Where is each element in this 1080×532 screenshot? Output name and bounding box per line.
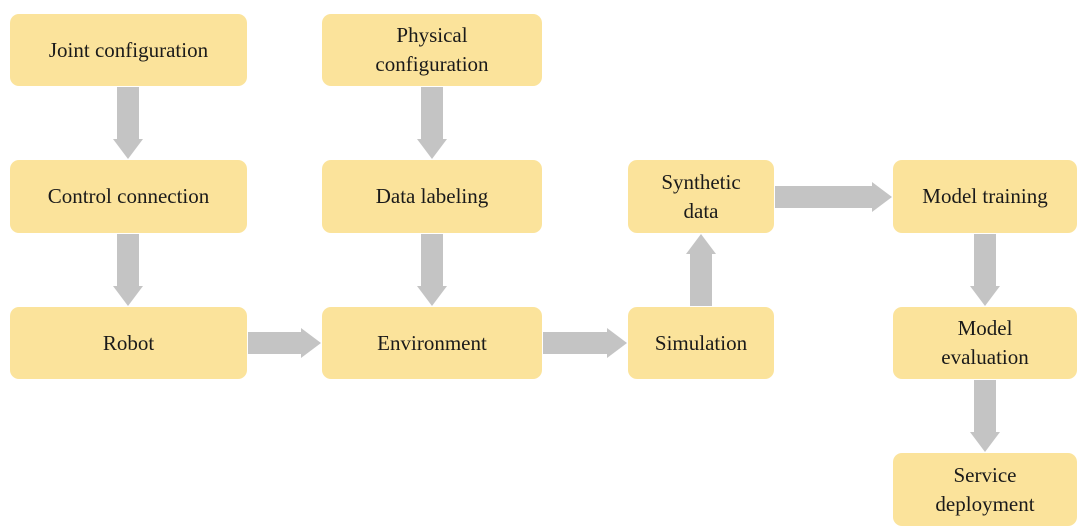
arrow-robot-to-environment — [248, 328, 321, 358]
node-robot: Robot — [10, 307, 247, 379]
node-model-evaluation: Model evaluation — [893, 307, 1077, 379]
arrow-labeling-to-environment — [417, 234, 447, 306]
arrow-training-to-evaluation — [970, 234, 1000, 306]
node-data-labeling-label: Data labeling — [375, 184, 489, 208]
node-synthetic-data-label: Synthetic data — [661, 169, 741, 223]
node-model-evaluation-label: Model evaluation — [941, 316, 1029, 369]
arrow-environment-to-simulation — [543, 328, 627, 358]
node-joint-configuration-label: Joint configuration — [48, 37, 209, 62]
arrow-control-to-robot — [113, 234, 143, 306]
node-simulation: Simulation — [628, 307, 774, 379]
node-simulation-label: Simulation — [654, 330, 748, 355]
node-robot-label: Robot — [102, 330, 155, 355]
node-service-deployment: Service deployment — [893, 453, 1077, 526]
node-environment-label: Environment — [377, 330, 487, 355]
node-service-deployment-label: Service deployment — [935, 462, 1035, 516]
node-physical-configuration: Physical configuration — [322, 14, 542, 86]
arrow-joint-to-control — [113, 87, 143, 159]
node-environment: Environment — [322, 307, 542, 379]
arrow-simulation-to-synthetic — [686, 234, 716, 306]
node-joint-configuration: Joint configuration — [10, 14, 247, 86]
node-synthetic-data: Synthetic data — [628, 160, 774, 233]
node-physical-configuration-label: Physical configuration — [375, 23, 489, 76]
arrow-synthetic-to-training — [775, 182, 892, 212]
arrow-evaluation-to-deployment — [970, 380, 1000, 452]
node-data-labeling: Data labeling — [322, 160, 542, 233]
node-control-connection: Control connection — [10, 160, 247, 233]
node-model-training-label: Model training — [922, 184, 1048, 208]
arrow-physical-to-labeling — [417, 87, 447, 159]
node-model-training: Model training — [893, 160, 1077, 233]
node-control-connection-label: Control connection — [47, 184, 210, 208]
